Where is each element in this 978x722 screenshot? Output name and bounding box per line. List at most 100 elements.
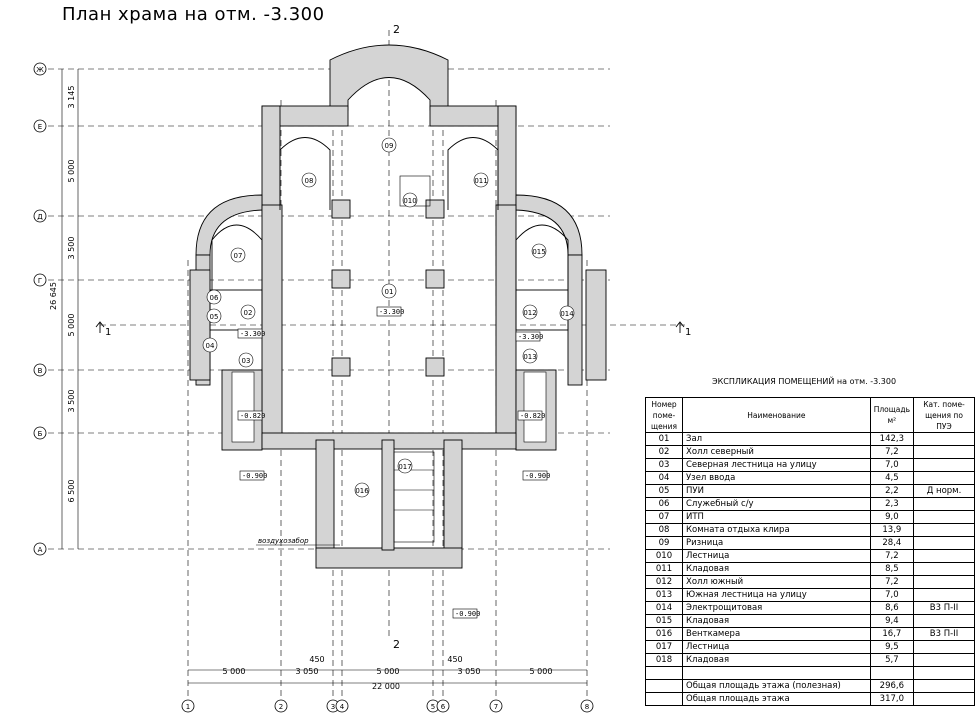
room-name: Холл северный	[682, 445, 871, 459]
level-south-hall: -3.300	[518, 333, 543, 341]
room-number	[645, 679, 683, 693]
level-ground-bottom: -0.900	[455, 610, 480, 618]
room-category	[913, 432, 975, 446]
col-number: Номер поме- щения	[645, 397, 683, 433]
axis-bubble	[489, 699, 503, 713]
room-tag: 08	[305, 177, 314, 185]
room-tag: 012	[523, 309, 536, 317]
bottom-dim: 5 000	[223, 667, 246, 676]
room-tag: 04	[206, 342, 215, 350]
room-area: 4,5	[869, 471, 915, 485]
room-tag: 014	[560, 310, 574, 318]
bottom-dim: 450	[309, 655, 324, 664]
room-number: 011	[645, 562, 683, 576]
drawing-title: План храма на отм. -3.300	[62, 4, 325, 25]
left-dim: 3 145	[67, 86, 76, 109]
axis-letter: Г	[38, 277, 42, 285]
room-name: Кладовая	[682, 653, 871, 667]
room-category	[913, 666, 975, 680]
room-tag: 06	[210, 294, 219, 302]
room-tag: 07	[234, 252, 243, 260]
room-area: 7,2	[869, 575, 915, 589]
room-number: 04	[645, 471, 683, 485]
walls	[189, 44, 607, 569]
room-area: 8,5	[869, 562, 915, 576]
col-name: Наименование	[682, 397, 871, 433]
room-area: 2,2	[869, 484, 915, 498]
room-area: 7,2	[869, 549, 915, 563]
section-mark-right: 1	[685, 327, 691, 338]
room-name: Общая площадь этажа	[682, 692, 871, 706]
left-dim: 3 500	[67, 390, 76, 413]
room-number	[645, 692, 683, 706]
section-mark-left: 1	[105, 327, 111, 338]
room-name: Кладовая	[682, 614, 871, 628]
room-area: 16,7	[869, 627, 915, 641]
room-tag-circle	[522, 348, 538, 364]
room-area	[869, 666, 915, 680]
room-tag-circle	[202, 337, 218, 353]
bottom-dim: 3 050	[458, 667, 481, 676]
room-category	[913, 679, 975, 693]
axis-number: 4	[340, 703, 345, 711]
room-category	[913, 692, 975, 706]
room-tag: 013	[523, 353, 536, 361]
room-area: 7,0	[869, 588, 915, 602]
level-south-stair: -0.820	[520, 412, 545, 420]
left-total-dim: 26 645	[49, 282, 58, 310]
axis-bubble	[181, 699, 195, 713]
axis-bubble	[33, 119, 47, 133]
room-number: 017	[645, 640, 683, 654]
room-number: 02	[645, 445, 683, 459]
room-labels: 0102030405060708090100110120130140150160…	[202, 137, 575, 498]
room-name: Лестница	[682, 640, 871, 654]
level-main: -3.300	[379, 308, 404, 316]
room-area: 317,0	[869, 692, 915, 706]
axis-bubble	[335, 699, 349, 713]
axis-number: 2	[279, 703, 283, 711]
room-tag-circle	[522, 304, 538, 320]
section-mark-bottom: 2	[393, 638, 400, 651]
axis-bubble	[33, 426, 47, 440]
room-area: 9,5	[869, 640, 915, 654]
room-category: В3 П-II	[913, 601, 975, 615]
bottom-dim: 450	[447, 655, 462, 664]
bottom-dim: 3 050	[296, 667, 319, 676]
room-name: Лестница	[682, 549, 871, 563]
room-tag: 01	[385, 288, 394, 296]
level-north-stair: -0.820	[240, 412, 265, 420]
level-ground-right: -0.900	[525, 472, 550, 480]
room-tag-circle	[206, 308, 222, 324]
room-category	[913, 510, 975, 524]
left-dim: 3 500	[67, 237, 76, 260]
room-number: 015	[645, 614, 683, 628]
room-category	[913, 497, 975, 511]
room-category	[913, 640, 975, 654]
axis-number: 8	[585, 703, 589, 711]
room-tag: 010	[403, 197, 416, 205]
axis-letter: В	[38, 367, 43, 375]
room-name: Электрощитовая	[682, 601, 871, 615]
room-name: Северная лестница на улицу	[682, 458, 871, 472]
room-category	[913, 614, 975, 628]
room-area: 7,2	[869, 445, 915, 459]
room-category	[913, 458, 975, 472]
room-tag-circle	[473, 172, 489, 188]
room-number: 014	[645, 601, 683, 615]
room-name: Холл южный	[682, 575, 871, 589]
room-area: 8,6	[869, 601, 915, 615]
